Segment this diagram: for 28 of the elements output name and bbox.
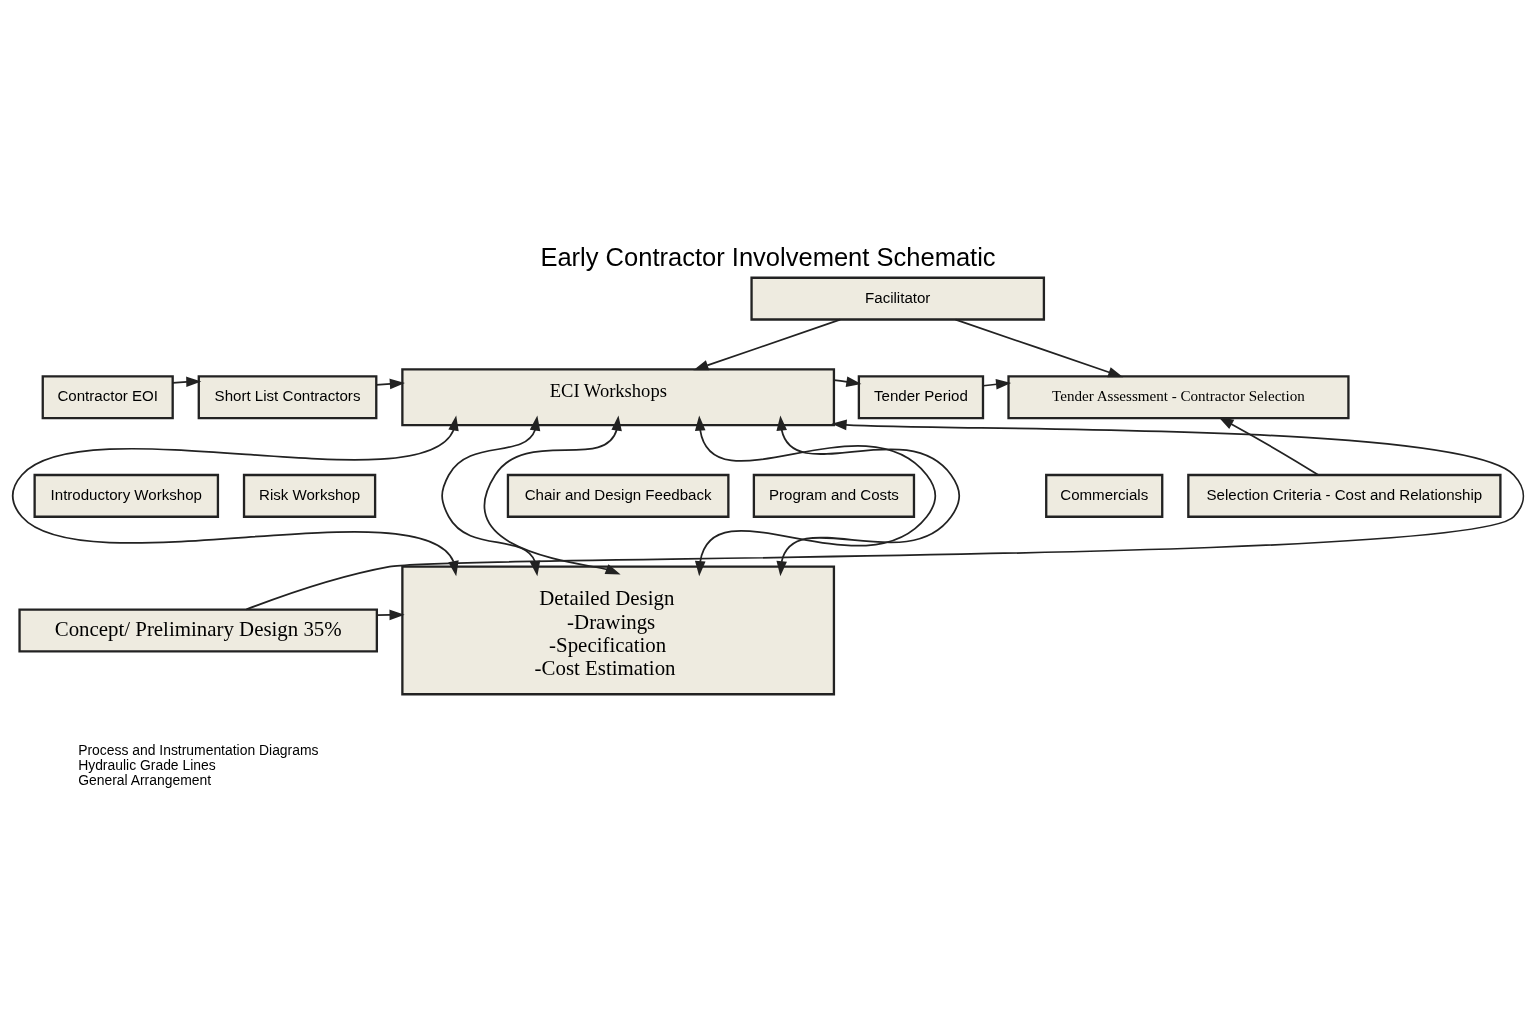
node-box: Concept/ Preliminary Design 35% — [18, 607, 378, 652]
arrow — [245, 419, 1525, 610]
arrow — [776, 415, 961, 576]
node-label: Process and Instrumentation Diagrams — [78, 741, 319, 758]
node-box: Commercials — [1045, 473, 1164, 518]
node-box: Short List Contractors — [197, 374, 378, 419]
node-box: Program and Costs — [752, 473, 916, 518]
node-box: ECI Workshops — [401, 367, 836, 426]
arrow — [954, 318, 1124, 377]
node-box: Facilitator — [750, 276, 1046, 321]
arrow — [833, 376, 862, 387]
node-label: Hydraulic Grade Lines — [78, 756, 216, 773]
arrow — [376, 609, 405, 620]
node-box: Introductory Workshop — [33, 473, 220, 518]
node-box: Selection Criteria - Cost and Relationship — [1187, 473, 1502, 518]
arrow — [982, 378, 1012, 390]
arrow — [375, 378, 405, 389]
node-box: Chair and Design Feedback — [506, 473, 730, 518]
arrow — [1218, 416, 1319, 476]
node-box: Tender Assessment - Contractor Selection — [1007, 374, 1350, 419]
arrow — [483, 415, 622, 574]
node-box: Risk Workshop — [242, 473, 377, 518]
arrow — [693, 318, 841, 370]
arrow — [694, 415, 937, 576]
node-box: Tender Period — [857, 374, 985, 419]
node-box: Contractor EOI — [41, 374, 174, 419]
arrow — [171, 376, 202, 387]
diagram-title: Early Contractor Involvement Schematic — [540, 242, 996, 271]
